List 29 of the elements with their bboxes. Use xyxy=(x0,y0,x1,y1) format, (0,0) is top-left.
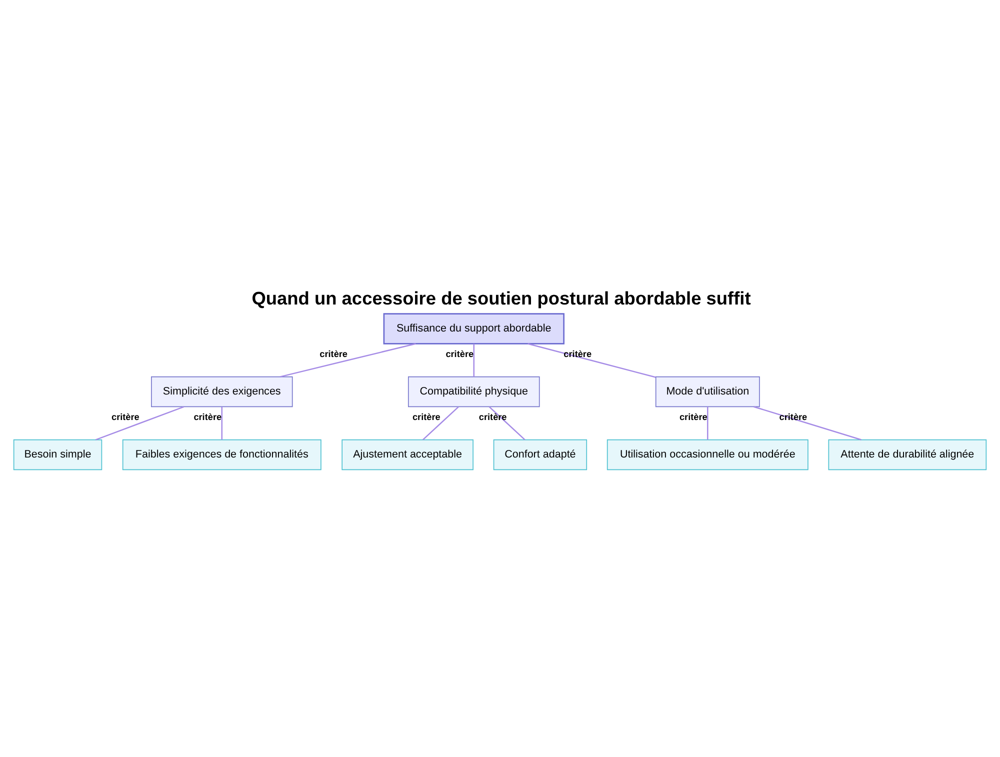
node-box: Utilisation occasionnelle ou modérée xyxy=(606,439,808,470)
edge-label: critère xyxy=(679,412,708,422)
connector xyxy=(473,344,475,377)
node-box: Attente de durabilité alignée xyxy=(828,439,987,470)
edge-label: critère xyxy=(412,412,440,422)
edge-label: critère xyxy=(478,412,507,422)
connector xyxy=(95,406,184,440)
connector xyxy=(488,406,526,440)
connector xyxy=(422,406,459,440)
node-box: Simplicité des exigences xyxy=(151,376,293,408)
node-box: Faibles exigences de fonctionnalités xyxy=(122,439,322,470)
connector xyxy=(754,406,862,440)
connector xyxy=(221,406,223,440)
edge-label: critère xyxy=(446,348,474,359)
edge-label: critère xyxy=(112,412,140,422)
connector xyxy=(528,343,656,378)
node-box: Compatibilité physique xyxy=(408,376,540,408)
edge-label: critère xyxy=(564,349,592,360)
node-box: Besoin simple xyxy=(13,439,102,470)
node-box: Confort adapté xyxy=(493,439,588,470)
diagram-title: Quand un accessoire de soutien postural abordable suffit xyxy=(252,287,751,308)
edge-label: critère xyxy=(320,348,348,359)
connector xyxy=(280,343,416,378)
edge-label: critère xyxy=(779,412,808,422)
node-box: Mode d'utilisation xyxy=(655,376,760,408)
node-box: Ajustement acceptable xyxy=(342,439,474,470)
connector xyxy=(707,406,708,440)
edge-label: critère xyxy=(194,412,222,422)
node-box: Suffisance du support abordable xyxy=(383,313,564,344)
